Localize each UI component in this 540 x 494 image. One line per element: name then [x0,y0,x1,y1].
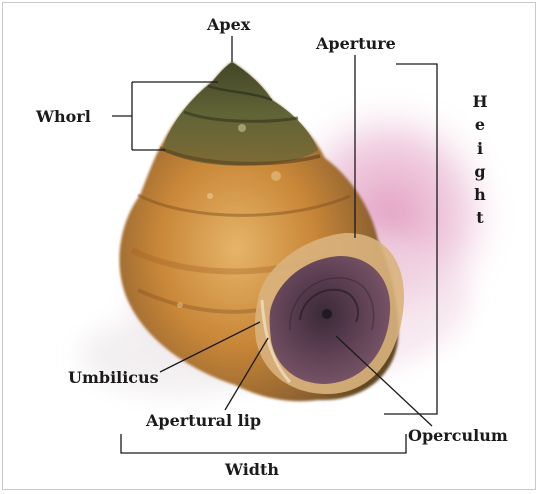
width-bracket [121,434,406,453]
label-apertural-lip: Apertural lip [146,413,261,429]
label-operculum: Operculum [408,428,508,444]
label-aperture: Aperture [316,36,396,52]
height-letter: H [472,90,487,113]
height-letter: t [476,206,483,229]
label-width: Width [225,462,279,478]
height-letter: i [477,137,483,160]
label-whorl: Whorl [36,109,91,125]
label-apex: Apex [207,17,250,33]
height-letter: h [474,183,486,206]
label-umbilicus: Umbilicus [68,370,159,386]
height-letter: g [474,160,485,183]
height-letter: e [475,113,485,136]
